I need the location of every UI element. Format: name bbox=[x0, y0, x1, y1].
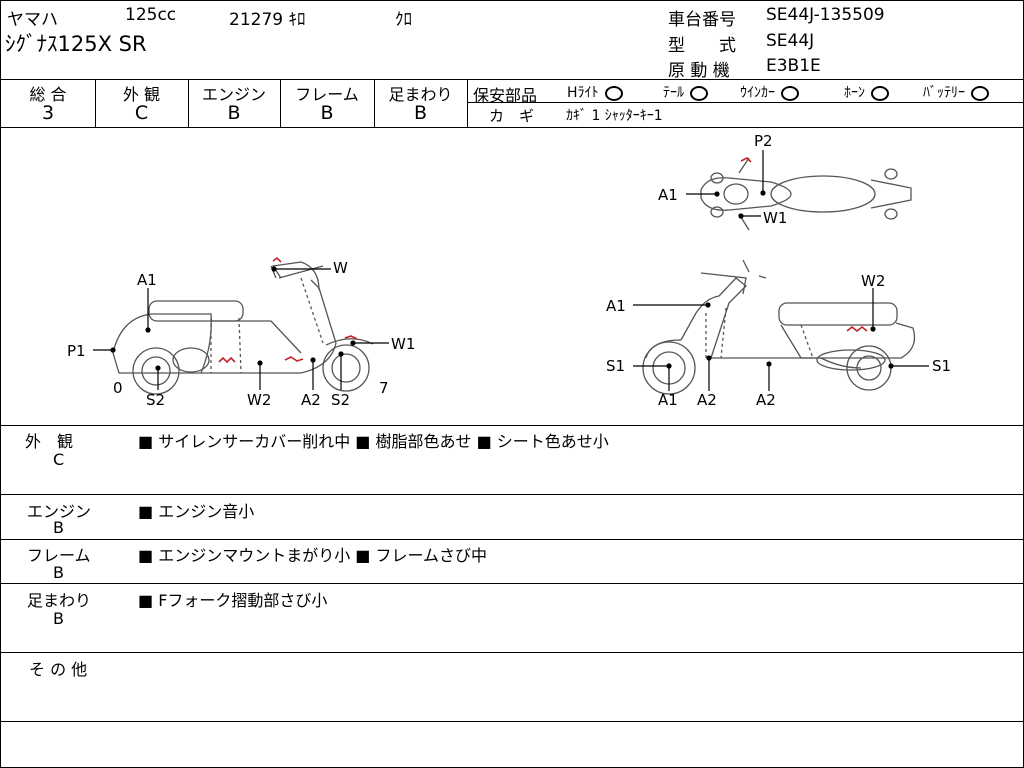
grade-label-engine: エンジン bbox=[201, 85, 266, 104]
maker: ヤマハ bbox=[7, 10, 58, 30]
grade-value-engine: B bbox=[227, 102, 241, 124]
safety-item-horn: ﾎｰﾝ bbox=[844, 82, 889, 102]
safety-item-tail: ﾃｰﾙ bbox=[663, 82, 708, 102]
section-title-suspension: 足まわり bbox=[27, 591, 92, 610]
key-value: ｶｷﾞ 1 ｼｬｯﾀｰｷｰ1 bbox=[566, 108, 663, 124]
mileage: 21279 ｷﾛ bbox=[229, 10, 306, 30]
ok-circle-icon bbox=[971, 85, 989, 101]
diagram-label: A1 bbox=[658, 391, 678, 409]
grade-value-exterior: C bbox=[134, 102, 149, 124]
ok-circle-icon bbox=[781, 85, 799, 101]
grade-label-suspension: 足まわり bbox=[388, 85, 453, 104]
type-label: 型 式 bbox=[668, 36, 736, 56]
frame-no: SE44J-135509 bbox=[766, 5, 885, 25]
scooter-right-view bbox=[642, 259, 916, 395]
grade-value-suspension: B bbox=[413, 102, 428, 124]
diagram-label: P2 bbox=[754, 132, 773, 150]
diagram-label: 0 bbox=[113, 379, 123, 397]
ok-circle-icon bbox=[604, 85, 623, 101]
diagram-label: W bbox=[333, 259, 348, 277]
section-title-other: そ の 他 bbox=[29, 660, 88, 679]
diagram-label: A2 bbox=[301, 391, 321, 409]
diagram-label: P1 bbox=[67, 342, 86, 360]
diagram-label: 7 bbox=[379, 379, 389, 397]
diagram-label: S1 bbox=[932, 357, 951, 375]
engine-value: E3B1E bbox=[766, 56, 821, 76]
scooter-left-view bbox=[112, 261, 374, 395]
model-name: ｼｸﾞﾅｽ125X SR bbox=[5, 32, 147, 56]
scooter-top-view bbox=[700, 157, 912, 231]
grade-label-exterior: 外 観 bbox=[122, 85, 161, 104]
grade-label-frame: フレーム bbox=[295, 85, 359, 104]
grade-value-total: 3 bbox=[41, 102, 55, 124]
type-value: SE44J bbox=[766, 31, 815, 51]
section-title-frame: フレーム bbox=[27, 546, 91, 565]
diagram-label: S1 bbox=[606, 357, 625, 375]
diagram-label: W1 bbox=[763, 209, 787, 227]
grade-value-frame: B bbox=[320, 102, 334, 124]
section-grade-exterior: C bbox=[53, 450, 65, 469]
grade-label-total: 総 合 bbox=[29, 85, 67, 104]
section-text-suspension: ■ Fフォーク摺動部さび小 bbox=[138, 591, 328, 610]
key-label: カ ギ bbox=[489, 107, 535, 125]
section-text-engine: ■ エンジン音小 bbox=[138, 502, 255, 521]
diagram-label: A1 bbox=[606, 297, 626, 315]
diagram-label: W2 bbox=[247, 391, 271, 409]
damage-marks bbox=[218, 157, 868, 364]
color: ｸﾛ bbox=[395, 10, 412, 30]
diagram-label: S2 bbox=[331, 391, 350, 409]
diagram-label: A1 bbox=[658, 186, 678, 204]
diagram-label: W2 bbox=[861, 272, 885, 290]
section-grade-engine: B bbox=[53, 518, 64, 537]
diagram-label: S2 bbox=[146, 391, 165, 409]
section-grade-suspension: B bbox=[53, 609, 64, 628]
safety-item-winker: ｳｲﾝｶｰ bbox=[740, 82, 799, 102]
section-title-exterior: 外 観 bbox=[25, 432, 74, 451]
displacement: 125cc bbox=[125, 5, 177, 25]
ok-circle-icon bbox=[871, 85, 889, 101]
safety-item-headlight: Hﾗｲﾄ bbox=[567, 82, 623, 102]
section-title-engine: エンジン bbox=[27, 502, 92, 521]
scooter-diagram: A1 W P1 W1 0 S2 W2 A2 S2 7 P2 A1 W1 W2 A… bbox=[67, 132, 951, 409]
section-text-exterior: ■ サイレンサーカバー削れ中 ■ 樹脂部色あせ ■ シート色あせ小 bbox=[138, 432, 609, 451]
safety-item-battery: ﾊﾞｯﾃﾘｰ bbox=[923, 82, 989, 102]
ok-circle-icon bbox=[690, 85, 708, 101]
section-text-frame: ■ エンジンマウントまがり小 ■ フレームさび中 bbox=[138, 546, 488, 565]
diagram-label: A2 bbox=[756, 391, 776, 409]
diagram-label: A1 bbox=[137, 271, 157, 289]
safety-label: 保安部品 bbox=[473, 86, 538, 105]
engine-label: 原 動 機 bbox=[668, 61, 730, 81]
diagram-label: A2 bbox=[697, 391, 717, 409]
diagram-label: W1 bbox=[391, 335, 415, 353]
section-grade-frame: B bbox=[53, 563, 64, 582]
frame-no-label: 車台番号 bbox=[668, 10, 736, 30]
